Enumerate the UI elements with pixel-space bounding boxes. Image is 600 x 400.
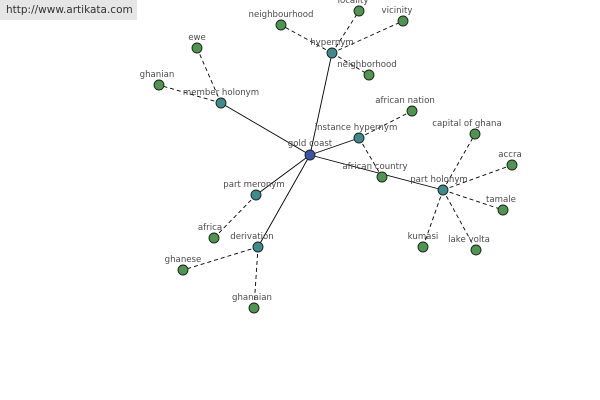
node-vicinity[interactable]	[397, 15, 409, 27]
edge-instance-hypernym-african-nation	[358, 110, 413, 139]
label-tamale[interactable]: tamale	[486, 195, 516, 205]
edge-part-holonym-kumasi	[422, 189, 444, 248]
label-part-holonym[interactable]: part holonym	[410, 175, 468, 185]
edge-part-holonym-tamale	[442, 189, 504, 211]
node-hypernym[interactable]	[326, 47, 338, 59]
edge-derivation-ghanese	[182, 246, 259, 271]
node-accra[interactable]	[506, 159, 518, 171]
label-part-meronym[interactable]: part meronym	[223, 180, 285, 190]
node-tamale[interactable]	[497, 204, 509, 216]
label-kumasi[interactable]: kumasi	[408, 232, 439, 242]
label-ghanaian[interactable]: ghanaian	[232, 293, 272, 303]
edge-gold-coast-instance-hypernym	[309, 137, 360, 156]
label-neighbourhood[interactable]: neighbourhood	[249, 10, 314, 20]
node-lake-volta[interactable]	[470, 244, 482, 256]
node-ghanian[interactable]	[153, 79, 165, 91]
url-banner[interactable]: http://www.artikata.com	[0, 0, 137, 20]
edge-gold-coast-hypernym	[309, 52, 333, 156]
label-lake-volta[interactable]: lake volta	[448, 235, 490, 245]
label-derivation[interactable]: derivation	[230, 232, 273, 242]
edge-derivation-ghanaian	[253, 246, 259, 309]
labels-layer: neighbourhood locality vicinity neighborhoo…	[140, 0, 522, 303]
nodes-layer	[153, 5, 518, 314]
edge-hypernym-neighborhood	[331, 52, 370, 76]
node-african-country[interactable]	[376, 171, 388, 183]
edge-hypernym-locality	[331, 10, 360, 54]
edge-hypernym-neighbourhood	[280, 24, 333, 54]
node-instance-hypernym[interactable]	[353, 132, 365, 144]
edge-member-holonym-ghanian	[158, 84, 222, 104]
node-africa[interactable]	[208, 232, 220, 244]
label-locality[interactable]: locality	[338, 0, 369, 6]
label-capital-of-ghana[interactable]: capital of ghana	[432, 119, 501, 129]
label-ghanian[interactable]: ghanian	[140, 70, 175, 80]
label-ghanese[interactable]: ghanese	[165, 255, 202, 265]
edges-layer	[158, 10, 513, 309]
edge-gold-coast-part-holonym	[309, 154, 444, 191]
node-derivation[interactable]	[252, 241, 264, 253]
node-gold-coast[interactable]	[304, 149, 316, 161]
label-african-country[interactable]: african country	[342, 162, 407, 172]
label-accra[interactable]: accra	[498, 150, 522, 160]
label-africa[interactable]: africa	[198, 223, 222, 233]
edge-gold-coast-member-holonym	[220, 102, 311, 156]
node-ghanaian[interactable]	[248, 302, 260, 314]
node-capital-of-ghana[interactable]	[469, 128, 481, 140]
edge-gold-coast-derivation	[257, 154, 311, 248]
edge-gold-coast-part-meronym	[255, 154, 311, 196]
node-african-nation[interactable]	[406, 105, 418, 117]
edge-part-holonym-accra	[442, 164, 513, 191]
node-locality[interactable]	[353, 5, 365, 17]
edge-instance-hypernym-african-country	[358, 137, 383, 178]
node-ghanese[interactable]	[177, 264, 189, 276]
edge-part-meronym-africa	[213, 194, 257, 239]
node-member-holonym[interactable]	[215, 97, 227, 109]
label-neighborhood[interactable]: neighborhood	[337, 60, 397, 70]
label-ewe[interactable]: ewe	[188, 33, 206, 43]
edge-member-holonym-ewe	[196, 47, 222, 104]
edge-part-holonym-capital-of-ghana	[442, 133, 476, 191]
label-african-nation[interactable]: african nation	[375, 96, 435, 106]
edge-hypernym-vicinity	[331, 20, 404, 54]
label-member-holonym[interactable]: member holonym	[183, 88, 259, 98]
label-vicinity[interactable]: vicinity	[382, 6, 413, 16]
node-neighborhood[interactable]	[363, 69, 375, 81]
label-gold-coast[interactable]: gold coast	[288, 139, 333, 149]
node-neighbourhood[interactable]	[275, 19, 287, 31]
label-hypernym[interactable]: hypernym	[310, 38, 354, 48]
url-text[interactable]: http://www.artikata.com	[6, 4, 133, 16]
edge-part-holonym-lake-volta	[442, 189, 477, 251]
label-instance-hypernym[interactable]: instance hypernym	[315, 123, 398, 133]
node-part-holonym[interactable]	[437, 184, 449, 196]
node-part-meronym[interactable]	[250, 189, 262, 201]
node-ewe[interactable]	[191, 42, 203, 54]
node-kumasi[interactable]	[417, 241, 429, 253]
